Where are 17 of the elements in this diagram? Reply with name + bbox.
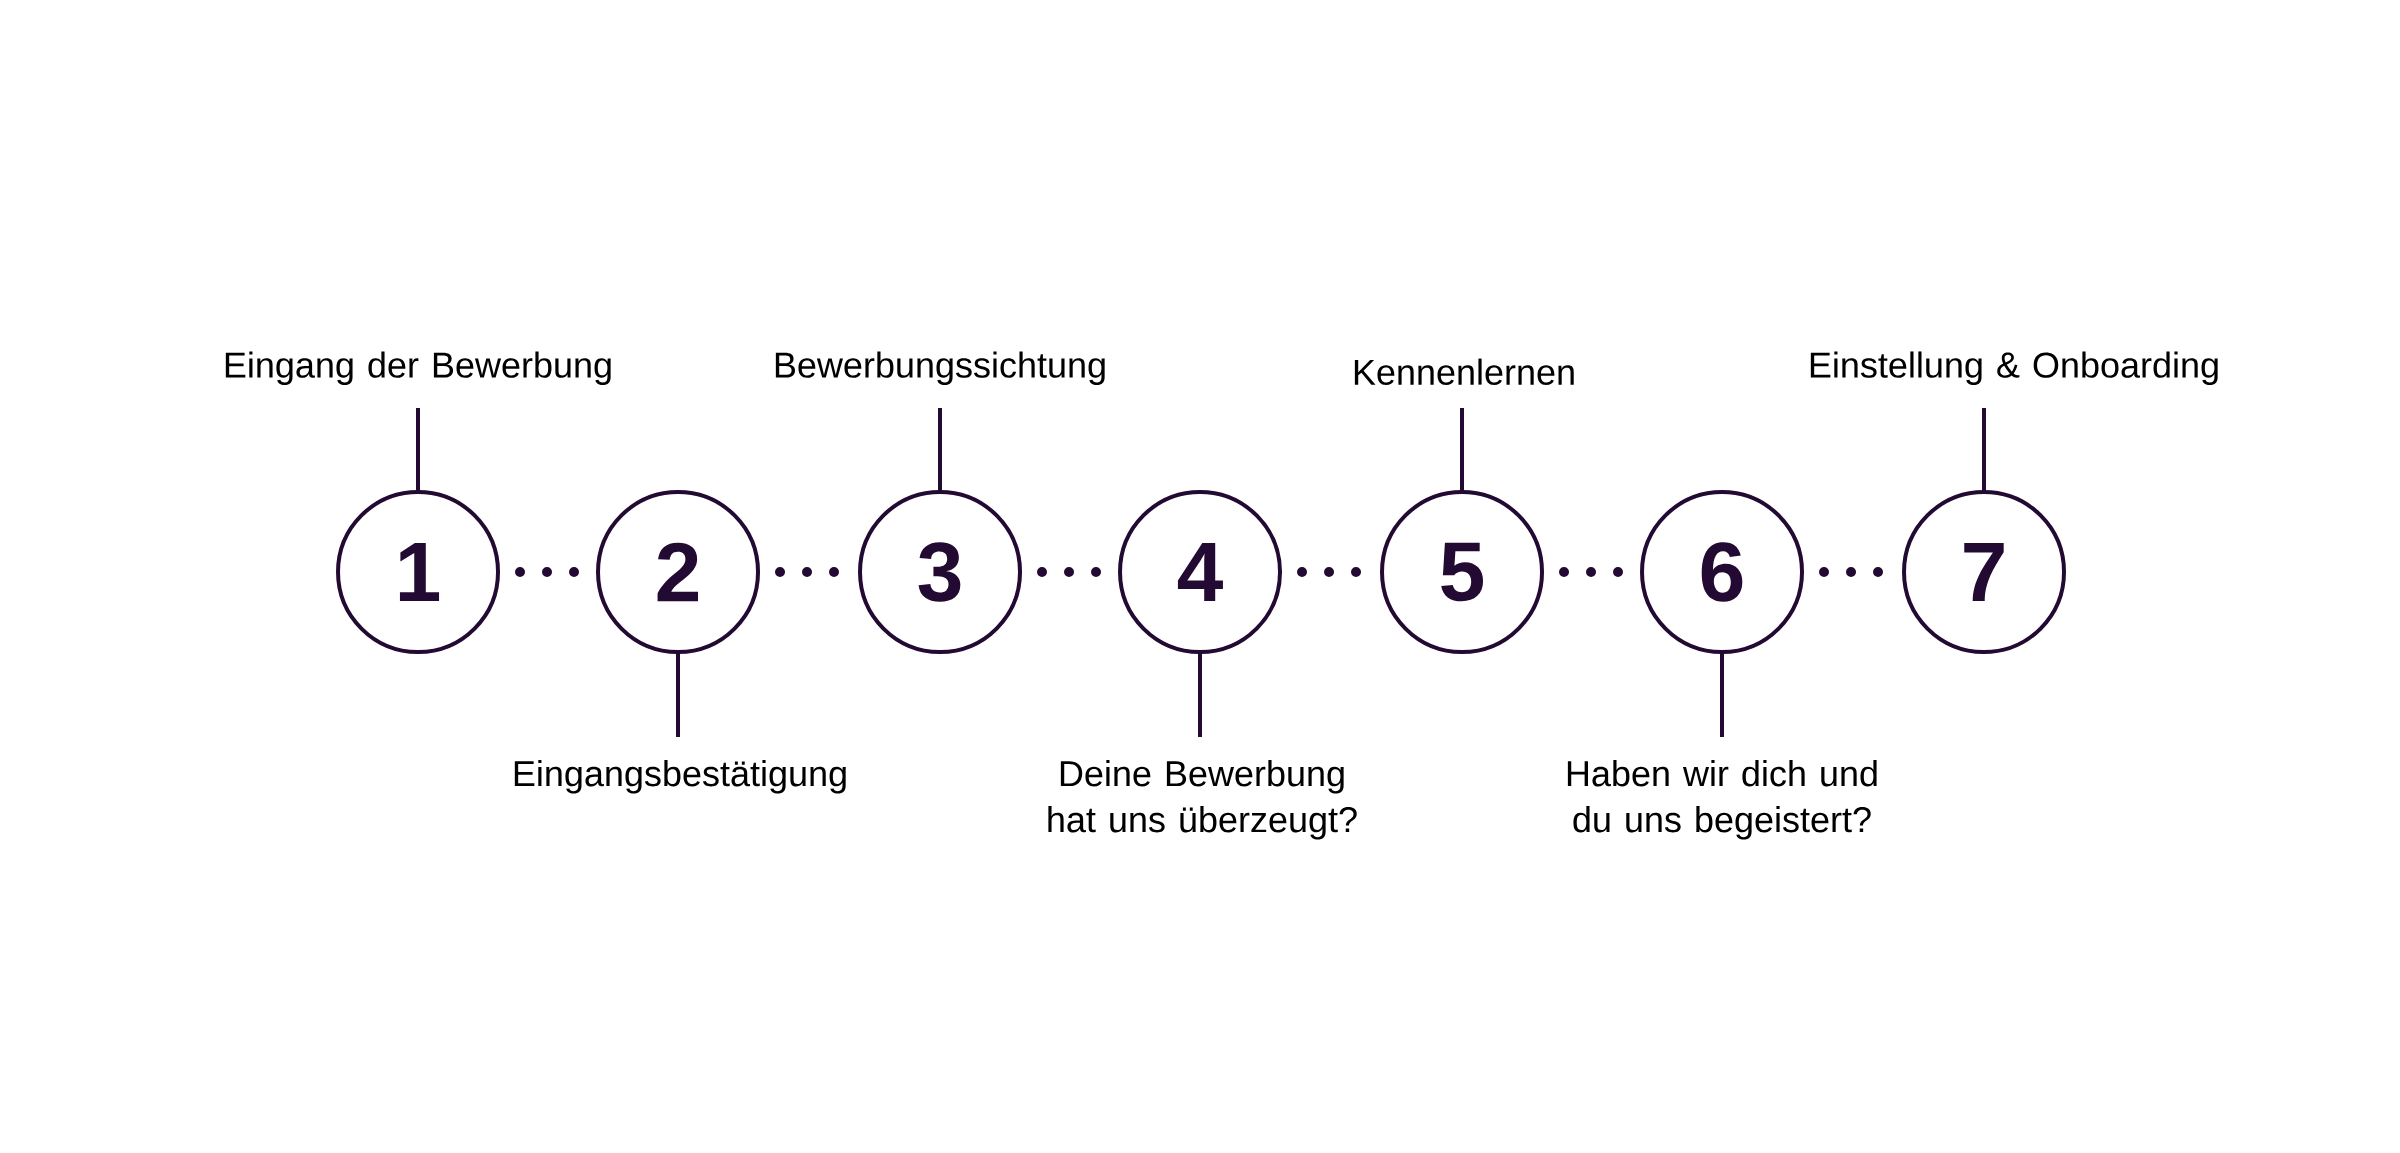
step-label: Bewerbungssichtung: [775, 351, 1105, 385]
step-label: Einstellung & Onboarding: [1810, 351, 2218, 385]
step-label: Haben wir dich und du uns begeistert?: [1567, 760, 1877, 840]
leader-line: [1198, 652, 1202, 737]
leader-line: [938, 408, 942, 492]
step-label: Deine Bewerbung hat uns überzeugt?: [1048, 760, 1357, 840]
dotted-connector: [1037, 567, 1103, 577]
leader-line: [1982, 408, 1986, 492]
step-label: Eingangsbestätigung: [514, 760, 846, 794]
step-label: Eingang der Bewerbung: [225, 351, 611, 385]
leader-line: [1460, 408, 1464, 492]
leader-line: [1720, 652, 1724, 737]
dotted-connector: [1559, 567, 1625, 577]
dotted-connector: [515, 567, 581, 577]
leader-line: [676, 652, 680, 737]
leader-line: [416, 408, 420, 492]
step-label: Kennenlernen: [1354, 358, 1574, 385]
